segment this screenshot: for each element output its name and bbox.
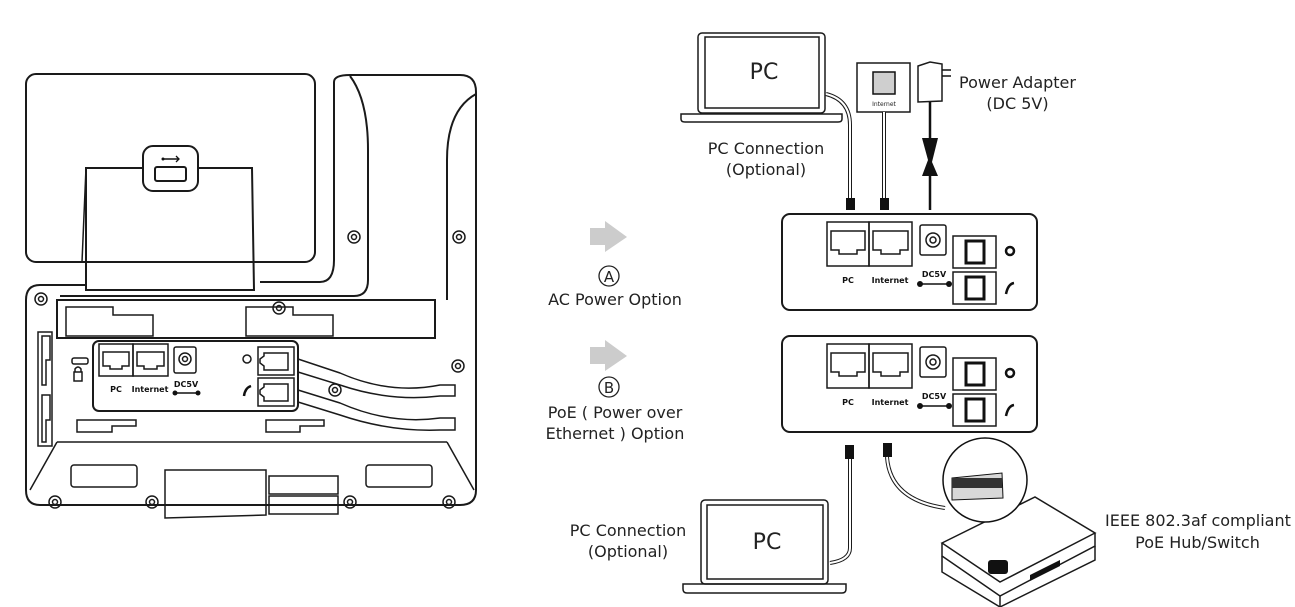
panel-a-pc-label: PC — [842, 276, 854, 285]
screws — [34, 230, 466, 509]
power-adapter-line2: (DC 5V) — [986, 94, 1049, 113]
option-a-diagram: PC Internet — [680, 32, 1038, 311]
handset-icon — [242, 384, 252, 397]
screen-panel — [25, 73, 316, 263]
phone-pc-port-label: PC — [110, 385, 122, 394]
handset-icon — [1004, 403, 1015, 417]
poe-switch-label-line1: IEEE 802.3af compliant — [1105, 511, 1291, 530]
phone-back-view: PC Internet DC5V — [25, 73, 477, 519]
option-b-port-panel — [781, 335, 1038, 433]
panel-a-ports: PC Internet DC5V — [826, 221, 1016, 305]
poe-switch-icon — [940, 437, 1097, 607]
rj45-plug-switch — [883, 443, 892, 457]
phone-internet-port-label: Internet — [132, 385, 169, 394]
pc-connection-a-line2: (Optional) — [725, 160, 807, 179]
poe-switch-label-line2: PoE Hub/Switch — [1135, 533, 1260, 552]
panel-b-internet-label: Internet — [872, 398, 909, 407]
panel-b-dc-label: DC5V — [922, 392, 947, 401]
laptop-b-label: PC — [753, 530, 782, 555]
option-b-label-line1: PoE ( Power over — [547, 403, 683, 422]
rj45-plug-pc — [846, 198, 855, 210]
pc-connection-b-line2: (Optional) — [587, 542, 669, 561]
panel-b-pc-label: PC — [842, 398, 854, 407]
power-adapter-icon — [917, 61, 951, 210]
headset-icon — [242, 354, 252, 364]
headset-icon — [1004, 367, 1016, 379]
panel-a-dc-label: DC5V — [922, 270, 947, 279]
rj45-plug-internet — [880, 198, 889, 210]
handset-port — [259, 383, 289, 402]
wall-jack-label: Internet — [872, 101, 896, 108]
internet-port — [136, 351, 165, 370]
marker-a: A — [604, 268, 615, 286]
option-b-label-line2: Ethernet ) Option — [545, 424, 685, 443]
handset-icon — [1004, 281, 1015, 295]
usb-port-housing — [142, 145, 199, 192]
dc-jack — [178, 352, 192, 366]
pc-connection-b-line1: PC Connection — [569, 521, 687, 540]
option-b-diagram: PC — [682, 335, 1097, 607]
marker-b: B — [604, 379, 614, 397]
marker-a-circle — [598, 265, 620, 287]
phone-dc-label: DC5V — [174, 380, 199, 389]
option-a-port-panel — [781, 213, 1038, 311]
pc-port — [102, 351, 130, 370]
option-a-label: AC Power Option — [548, 290, 682, 309]
laptop-a-label: PC — [750, 60, 779, 85]
panel-a-internet-label: Internet — [872, 276, 909, 285]
rj45-plug-pc-b — [845, 445, 854, 459]
pc-connection-a-line1: PC Connection — [707, 139, 825, 158]
headset-port — [259, 352, 289, 371]
headset-icon — [1004, 245, 1016, 257]
phone-port-panel — [92, 340, 299, 412]
laptop-a — [697, 32, 826, 114]
usb-icon — [161, 155, 180, 163]
usb-port — [154, 166, 187, 182]
marker-b-circle — [598, 376, 620, 398]
arrow-option-b — [590, 340, 627, 371]
panel-b-ports: PC Internet DC5V — [826, 343, 1016, 427]
arrow-option-a — [590, 221, 627, 252]
phone-body-outline — [25, 74, 477, 506]
lock-icon — [73, 366, 83, 382]
power-adapter-line1: Power Adapter — [959, 73, 1076, 92]
